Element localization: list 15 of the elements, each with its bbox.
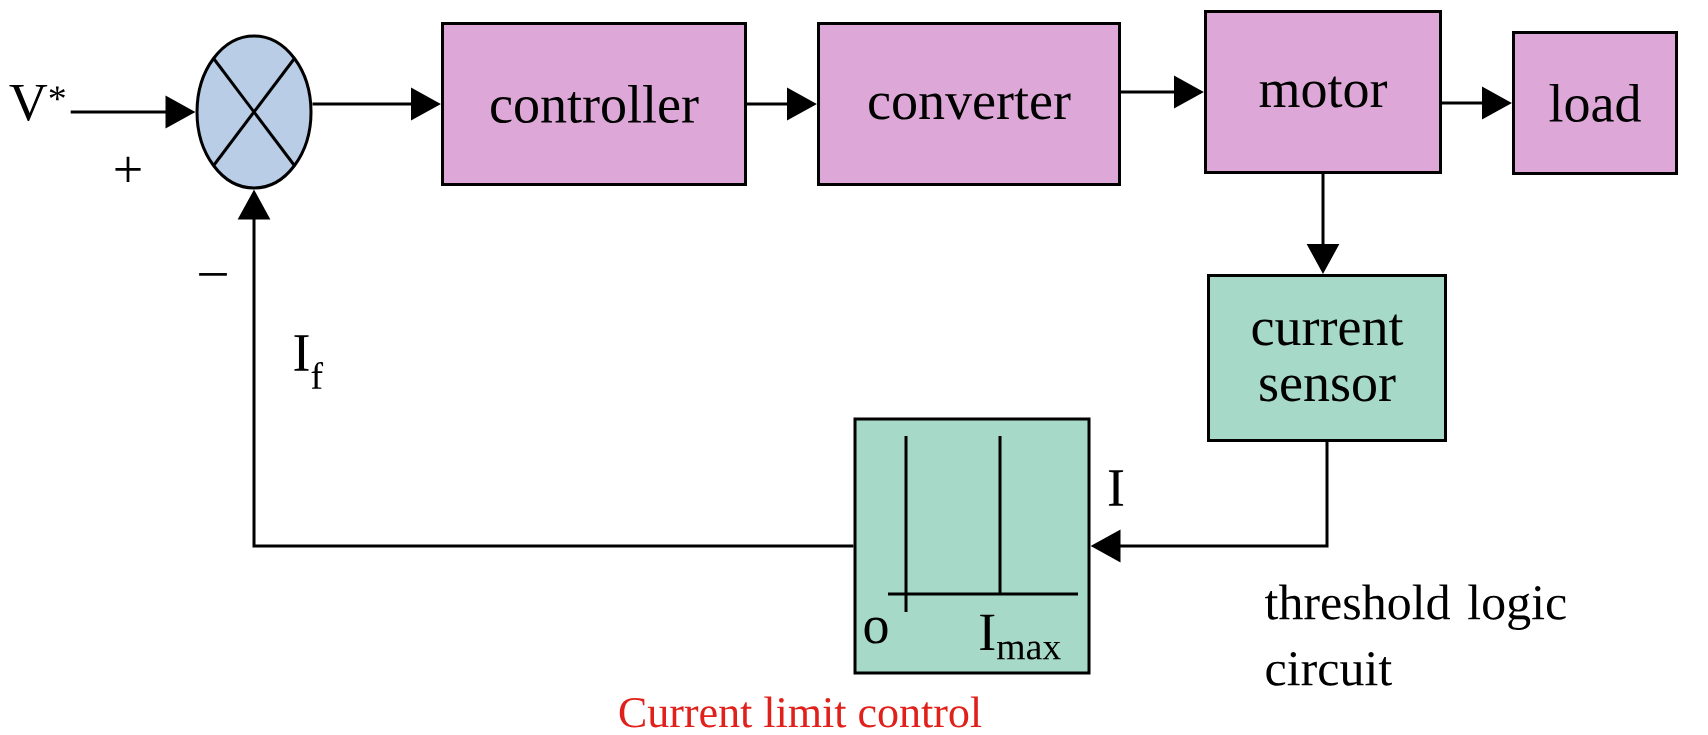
block-box: controller — [441, 22, 747, 186]
axis-label: o — [864, 617, 888, 644]
block-box: load — [1512, 31, 1678, 175]
block-caption: threshold logic circuit — [1265, 584, 1566, 686]
summing-junction — [195, 34, 313, 190]
caption: Current limit control — [619, 696, 982, 728]
block-box: motor — [1204, 10, 1442, 174]
signal-label: I$_{f}$ — [294, 335, 324, 389]
input-label: V$^{*}$ — [9, 84, 65, 122]
block-box: converter — [817, 22, 1121, 186]
signal-label: I — [1108, 470, 1124, 506]
sign-label: + — [115, 156, 141, 182]
sign-label: – — [199, 273, 227, 276]
axis-label: I$_{max}$ — [980, 614, 1061, 660]
block-box: current sensor — [1207, 274, 1447, 442]
